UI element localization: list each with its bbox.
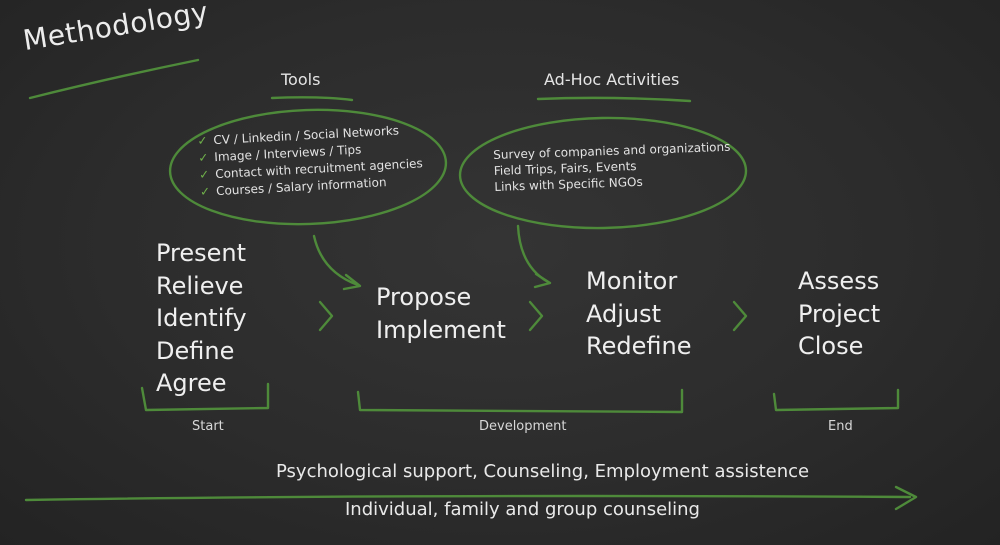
chevron-3	[732, 300, 748, 332]
stage-line: Relieve	[156, 271, 244, 300]
stage-line: Redefine	[586, 332, 692, 360]
stage-line: Assess	[798, 267, 880, 295]
tools-list: ✓CV / Linkedin / Social Networks ✓Image …	[197, 121, 424, 201]
chevron-2	[528, 300, 544, 332]
tools-heading: Tools	[281, 70, 321, 89]
stage-line: Present	[156, 239, 247, 267]
phase-label-development: Development	[479, 419, 567, 434]
phase-label-start: Start	[192, 419, 224, 434]
title-underline	[28, 58, 200, 100]
stage-end: Assess Project Close	[798, 265, 880, 363]
timeline-arrow-head	[894, 485, 918, 511]
tools-ellipse	[168, 108, 448, 226]
stage-start: Present Relieve Identify Define Agree	[156, 237, 247, 400]
support-line: Psychological support, Counseling, Emplo…	[276, 461, 810, 482]
bracket-development	[356, 388, 684, 414]
bracket-start	[140, 382, 270, 412]
adhoc-underline	[536, 96, 692, 103]
adhoc-ellipse	[458, 116, 748, 230]
stage-line: Propose	[376, 283, 472, 311]
adhoc-list: Survey of companies and organizations Fi…	[493, 139, 732, 195]
counseling-line: Individual, family and group counseling	[345, 499, 700, 520]
stage-development-b: Monitor Adjust Redefine	[586, 265, 691, 363]
phase-label-end: End	[828, 419, 853, 434]
stage-line: Adjust	[586, 299, 662, 328]
adhoc-heading: Ad-Hoc Activities	[544, 70, 680, 89]
check-icon: ✓	[197, 133, 208, 148]
stage-line: Agree	[156, 369, 227, 397]
stage-line: Implement	[376, 315, 506, 344]
stage-line: Monitor	[586, 267, 678, 295]
tools-arrow	[312, 234, 360, 287]
stage-development-a: Propose Implement	[376, 281, 506, 346]
check-icon: ✓	[199, 184, 211, 199]
stage-line: Project	[798, 299, 881, 328]
chevron-1	[318, 300, 334, 332]
tools-underline	[270, 96, 354, 102]
stage-line: Define	[156, 336, 235, 365]
stage-line: Identify	[156, 304, 247, 332]
stage-line: Close	[798, 332, 864, 360]
bracket-end	[772, 388, 900, 412]
check-icon: ✓	[198, 167, 210, 182]
check-icon: ✓	[197, 150, 209, 165]
adhoc-arrow-head	[533, 272, 552, 289]
adhoc-arrow	[516, 224, 550, 284]
tools-arrow-head	[342, 273, 362, 291]
timeline-arrow	[24, 494, 912, 502]
